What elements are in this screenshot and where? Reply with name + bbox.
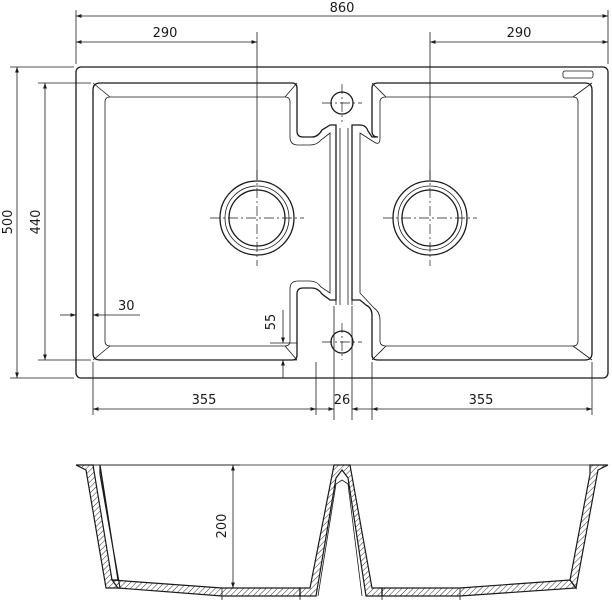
dimension-drain-offset: 55 — [264, 310, 297, 378]
left-bowl-inner — [104, 96, 331, 347]
sink-outer-rim — [75, 66, 609, 379]
label-left-bowl-width: 355 — [192, 393, 217, 408]
dimension-bowl-height: 200 — [93, 464, 240, 589]
label-right-offset: 290 — [507, 26, 532, 41]
section-left-floor — [110, 579, 301, 597]
dimension-divider-width: 26 — [316, 306, 373, 420]
label-left-offset: 290 — [153, 26, 178, 41]
label-bowl-height: 200 — [215, 514, 230, 539]
section-center-divider — [299, 464, 383, 597]
label-bowl-depth: 440 — [29, 210, 44, 235]
dimension-right-bowl-width: 355 — [372, 362, 593, 415]
dimension-left-bowl-width: 355 — [92, 362, 317, 415]
label-right-bowl-width: 355 — [469, 393, 494, 408]
dimension-right-offset: 290 — [429, 26, 608, 180]
section-left-wall — [75, 464, 121, 589]
dimension-overall-depth: 500 — [1, 66, 74, 379]
label-divider-width: 26 — [334, 393, 351, 408]
right-bowl-inner — [359, 96, 579, 347]
section-right-floor — [381, 579, 578, 597]
label-overall-width: 860 — [330, 1, 355, 16]
section-view — [75, 464, 609, 600]
right-bowl-outline — [351, 82, 593, 361]
dimension-rim-width: 30 — [60, 299, 140, 317]
label-overall-depth: 500 — [1, 210, 16, 235]
label-rim-width: 30 — [118, 299, 135, 314]
plan-view — [75, 66, 609, 379]
dimension-overall-width: 860 — [75, 1, 609, 64]
label-drain-offset: 55 — [264, 314, 279, 331]
section-right-wall — [569, 464, 609, 590]
dimension-left-offset: 290 — [76, 26, 258, 180]
dimension-bowl-depth: 440 — [29, 82, 91, 361]
overflow-slot — [562, 70, 594, 79]
left-bowl-outline — [92, 82, 337, 361]
